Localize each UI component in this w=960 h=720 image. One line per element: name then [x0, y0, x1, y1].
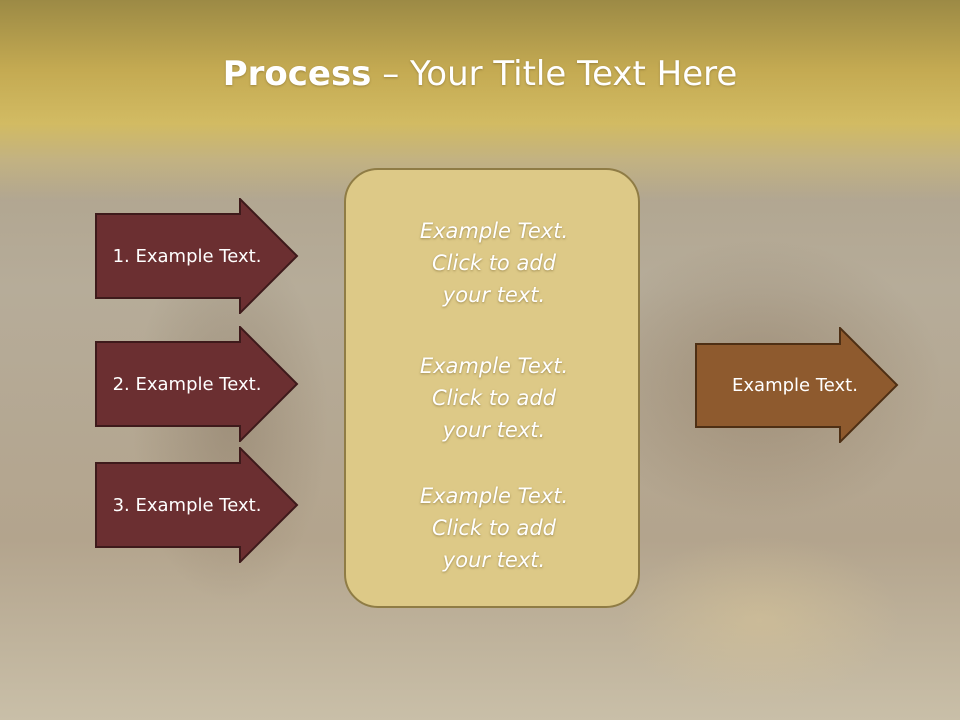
center-text-box[interactable]: Example Text. Click to add your text. Ex…: [344, 168, 640, 608]
arrow-label-3: 3. Example Text.: [112, 494, 262, 516]
center-text-block-2[interactable]: Example Text. Click to add your text.: [346, 350, 642, 446]
block-line: Click to add: [431, 386, 556, 410]
title-band: [0, 0, 960, 200]
arrow-label-1: 1. Example Text.: [112, 245, 262, 267]
result-arrow-label: Example Text.: [732, 374, 858, 396]
process-arrow-1[interactable]: 1. Example Text.: [95, 198, 299, 314]
slide-title[interactable]: Process – Your Title Text Here: [0, 52, 960, 96]
block-line: your text.: [442, 283, 546, 307]
arrow-shape: [95, 326, 299, 442]
arrow-shape: [95, 198, 299, 314]
block-line: Click to add: [431, 516, 556, 540]
block-line: Example Text.: [419, 484, 569, 508]
center-text-block-1[interactable]: Example Text. Click to add your text.: [346, 215, 642, 311]
title-rest: – Your Title Text Here: [371, 54, 738, 94]
result-arrow[interactable]: Example Text.: [695, 327, 899, 443]
block-line: your text.: [442, 418, 546, 442]
block-line: Example Text.: [419, 219, 569, 243]
arrow-label-2: 2. Example Text.: [112, 373, 262, 395]
block-line: Click to add: [431, 251, 556, 275]
arrow-shape: [95, 447, 299, 563]
center-text-block-3[interactable]: Example Text. Click to add your text.: [346, 480, 642, 576]
process-arrow-3[interactable]: 3. Example Text.: [95, 447, 299, 563]
title-strong: Process: [222, 54, 372, 94]
block-line: your text.: [442, 548, 546, 572]
arrow-shape: [695, 327, 899, 443]
block-line: Example Text.: [419, 354, 569, 378]
process-arrow-2[interactable]: 2. Example Text.: [95, 326, 299, 442]
